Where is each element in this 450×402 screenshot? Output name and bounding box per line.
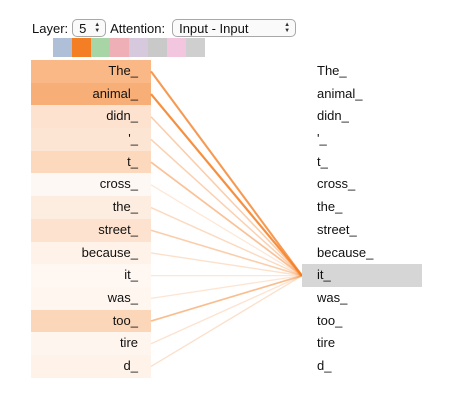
attention-line-10 <box>150 275 303 299</box>
head-swatch-6[interactable] <box>167 38 186 57</box>
attention-line-5 <box>150 184 303 277</box>
head-swatch-2[interactable] <box>91 38 110 57</box>
left-token-11[interactable]: too_ <box>31 309 151 333</box>
head-swatch-7[interactable] <box>186 38 205 57</box>
right-token-7[interactable]: street_ <box>317 221 357 237</box>
head-swatches <box>53 38 205 57</box>
right-token-1[interactable]: animal_ <box>317 85 363 101</box>
left-token-7[interactable]: street_ <box>31 218 151 242</box>
layer-select[interactable]: 5 ▲▼ <box>72 19 107 37</box>
attention-line-7 <box>150 229 303 277</box>
attention-line-2 <box>150 116 303 277</box>
attention-line-1 <box>150 93 303 277</box>
left-token-6[interactable]: the_ <box>31 196 151 219</box>
dropdown-arrows-icon: ▲▼ <box>284 22 291 34</box>
left-token-10[interactable]: was_ <box>31 286 151 310</box>
head-swatch-5[interactable] <box>148 38 167 57</box>
right-token-13[interactable]: d_ <box>317 357 332 373</box>
left-token-13[interactable]: d_ <box>31 354 151 378</box>
right-token-8[interactable]: because_ <box>317 244 374 260</box>
left-token-4[interactable]: t_ <box>31 150 151 174</box>
right-token-2[interactable]: didn_ <box>317 108 349 124</box>
left-token-9[interactable]: it_ <box>31 264 151 287</box>
left-token-1[interactable]: animal_ <box>31 82 151 106</box>
left-token-column: The_animal_didn_'_t_cross_the_street_bec… <box>31 60 151 378</box>
left-token-2[interactable]: didn_ <box>31 105 151 129</box>
attention-line-11 <box>150 274 303 322</box>
layer-value: 5 <box>79 20 87 36</box>
head-swatch-1[interactable] <box>72 38 91 57</box>
attention-select[interactable]: Input - Input ▲▼ <box>172 19 297 37</box>
right-token-12[interactable]: tire <box>317 335 336 351</box>
attention-label: Attention: <box>110 20 166 36</box>
head-swatch-4[interactable] <box>129 38 148 57</box>
right-token-10[interactable]: was_ <box>317 289 348 305</box>
controls-bar: Layer: 5 ▲▼ Attention: Input - Input ▲▼ <box>32 16 297 40</box>
attention-line-0 <box>150 70 303 277</box>
left-token-12[interactable]: tire <box>31 332 151 355</box>
attention-line-8 <box>150 252 303 277</box>
attention-line-3 <box>150 138 303 277</box>
layer-label: Layer: <box>32 20 69 36</box>
attention-line-4 <box>150 161 303 277</box>
right-token-0[interactable]: The_ <box>317 63 347 78</box>
left-token-8[interactable]: because_ <box>31 241 151 265</box>
head-swatch-0[interactable] <box>53 38 72 57</box>
right-token-11[interactable]: too_ <box>317 312 343 328</box>
stepper-arrows-icon: ▲▼ <box>94 22 101 34</box>
attention-line-13 <box>150 275 303 368</box>
attention-line-12 <box>150 275 303 345</box>
right-token-6[interactable]: the_ <box>317 199 343 215</box>
right-token-4[interactable]: t_ <box>317 153 328 169</box>
right-token-column: The_ animal_ didn_ '_ t_ cross_ the_ street_bec… <box>302 60 422 378</box>
left-token-0[interactable]: The_ <box>31 60 151 83</box>
attention-value: Input - Input <box>179 20 249 36</box>
head-swatch-3[interactable] <box>110 38 129 57</box>
right-token-5[interactable]: cross_ <box>317 176 356 192</box>
left-token-3[interactable]: '_ <box>31 128 151 151</box>
attention-line-6 <box>150 206 303 277</box>
right-token-selected[interactable]: it_ <box>302 264 422 287</box>
left-token-5[interactable]: cross_ <box>31 173 151 197</box>
right-token-3[interactable]: '_ <box>317 131 327 147</box>
